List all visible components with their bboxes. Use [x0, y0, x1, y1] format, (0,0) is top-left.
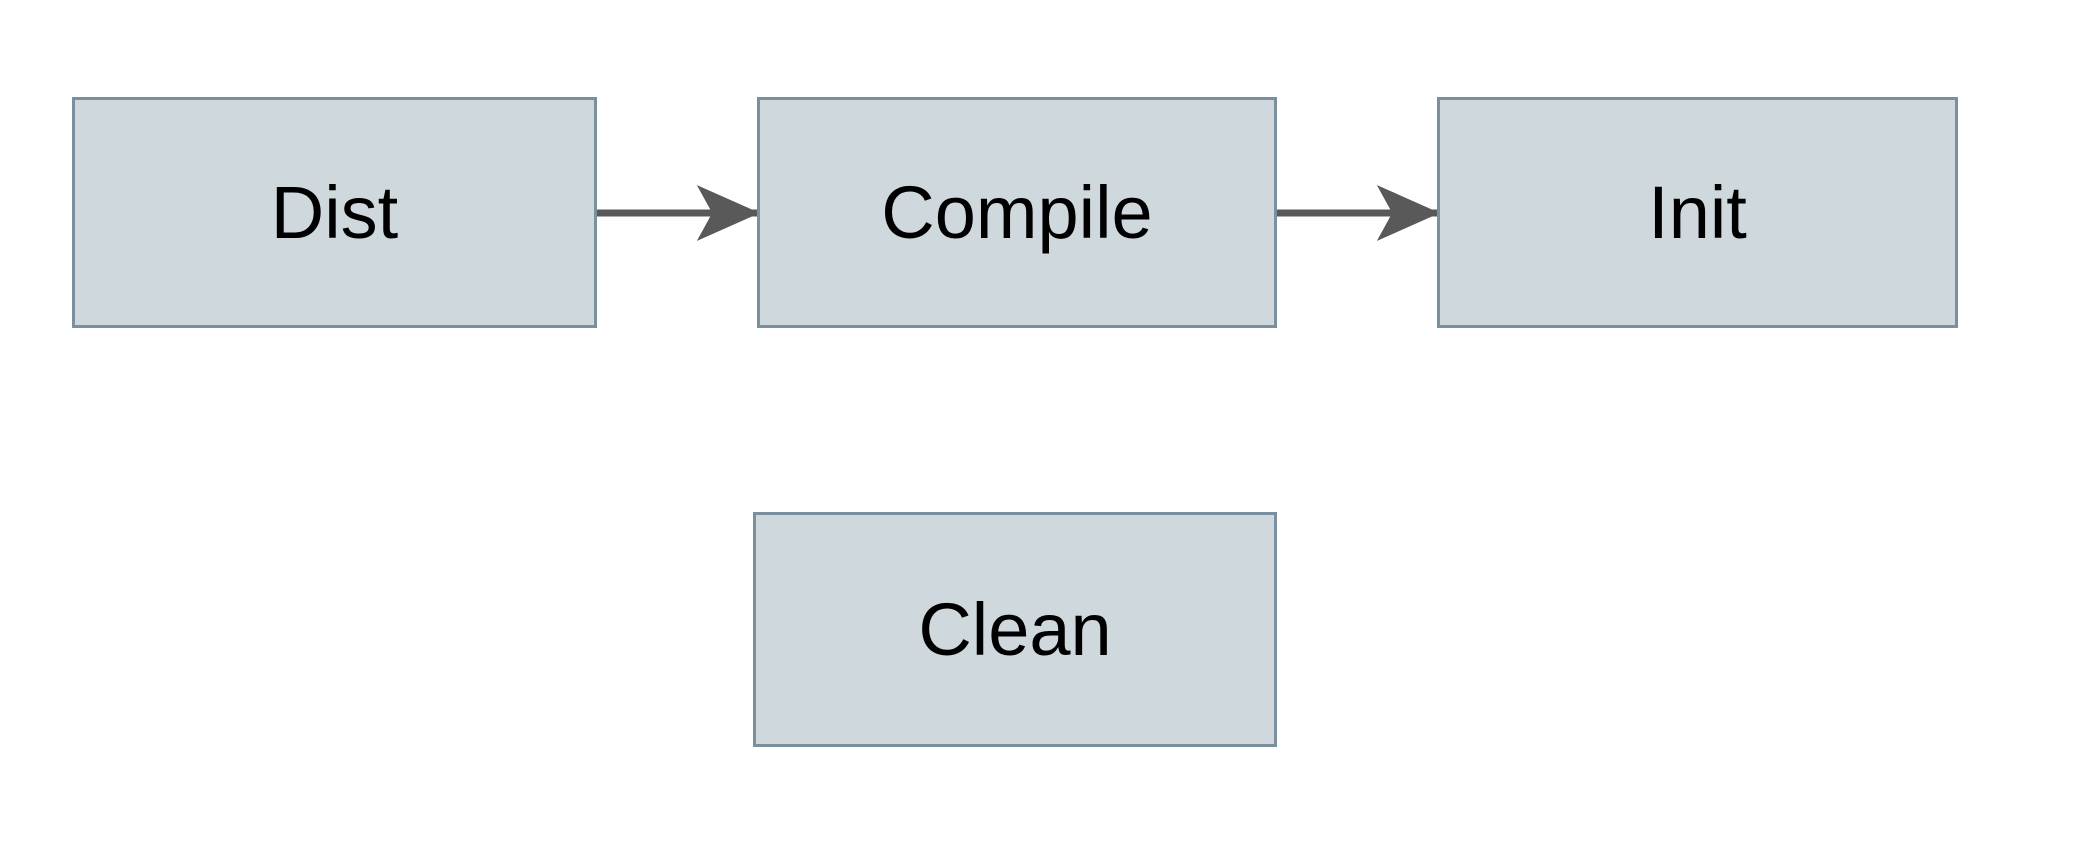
node-label-init: Init	[1648, 170, 1747, 254]
edge-compile-to-init-hitbox[interactable]	[1277, 191, 1437, 235]
node-label-clean: Clean	[918, 587, 1112, 671]
node-compile[interactable]: Compile	[757, 97, 1277, 328]
node-label-compile: Compile	[881, 170, 1153, 254]
node-clean[interactable]: Clean	[753, 512, 1277, 747]
node-init[interactable]: Init	[1437, 97, 1958, 328]
node-dist[interactable]: Dist	[72, 97, 597, 328]
node-label-dist: Dist	[270, 170, 399, 254]
edge-dist-to-compile-hitbox[interactable]	[597, 191, 757, 235]
